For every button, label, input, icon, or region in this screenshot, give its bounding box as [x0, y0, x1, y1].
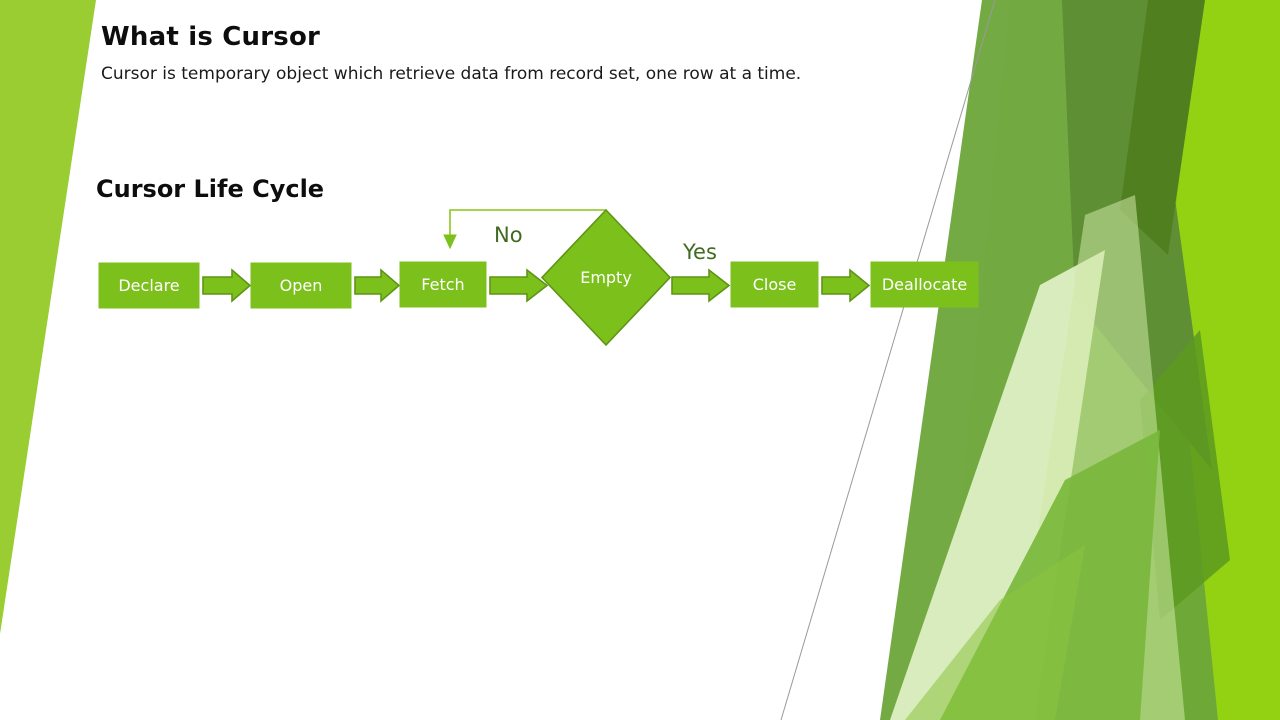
slide-subtitle: Cursor is temporary object which retriev… — [101, 64, 802, 84]
arrow-fetch-to-empty — [489, 268, 549, 303]
node-empty-decision — [540, 208, 672, 347]
section-heading: Cursor Life Cycle — [96, 175, 325, 203]
loop-empty-to-fetch-no — [443, 209, 606, 250]
arrow-open-to-fetch — [354, 268, 401, 303]
node-fetch — [399, 261, 487, 308]
arrow-close-to-deallocate — [821, 268, 871, 303]
node-open — [250, 262, 352, 309]
slide-title: What is Cursor — [101, 22, 321, 52]
node-close — [730, 261, 819, 308]
arrow-empty-to-close — [671, 268, 731, 303]
node-declare — [98, 262, 200, 309]
node-deallocate — [870, 261, 979, 308]
arrow-declare-to-open — [202, 268, 252, 303]
